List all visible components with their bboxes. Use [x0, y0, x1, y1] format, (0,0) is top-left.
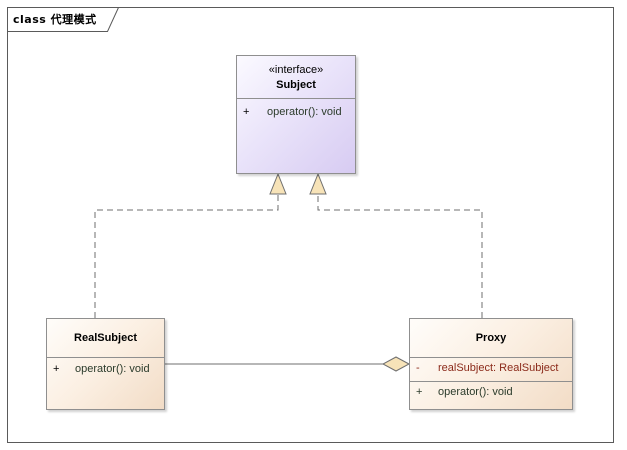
class-subject-operation: + operator(): void [237, 103, 355, 121]
class-subject-stereotype: «interface» [268, 64, 324, 76]
operation-visibility: + [53, 363, 60, 375]
class-realsubject-separator [47, 357, 164, 358]
frame-tab [7, 7, 119, 32]
frame-title: class 代理模式 [13, 13, 97, 26]
attribute-signature: realSubject: RealSubject [438, 362, 559, 374]
class-proxy-separator [410, 357, 572, 358]
class-realsubject-name: RealSubject [74, 332, 137, 344]
class-subject-separator [237, 98, 355, 99]
operation-visibility: + [416, 386, 423, 398]
class-subject-name: Subject [276, 79, 316, 91]
operation-signature: operator(): void [267, 106, 342, 118]
operation-signature: operator(): void [75, 363, 150, 375]
realization-line-proxy[interactable] [317, 194, 483, 318]
realization-arrowhead-proxy [309, 172, 327, 195]
class-subject[interactable]: «interface» Subject + operator(): void [236, 55, 356, 174]
class-proxy-name: Proxy [475, 332, 507, 344]
class-realsubject-operation: + operator(): void [47, 360, 164, 378]
operation-signature: operator(): void [438, 386, 513, 398]
operation-visibility: + [243, 106, 250, 118]
frame-tab-outline [7, 7, 119, 32]
attribute-visibility: - [416, 362, 420, 374]
aggregation-diamond [381, 356, 411, 372]
class-proxy[interactable]: Proxy - realSubject: RealSubject + opera… [409, 318, 573, 410]
class-realsubject[interactable]: RealSubject + operator(): void [46, 318, 165, 410]
class-subject-header: «interface» Subject [237, 56, 355, 98]
realization-arrowhead-realsubject [269, 172, 287, 195]
class-proxy-attribute: - realSubject: RealSubject [410, 359, 572, 377]
realization-line-realsubject[interactable] [94, 194, 279, 318]
class-proxy-separator-2 [410, 381, 572, 382]
class-proxy-operation: + operator(): void [410, 383, 572, 401]
